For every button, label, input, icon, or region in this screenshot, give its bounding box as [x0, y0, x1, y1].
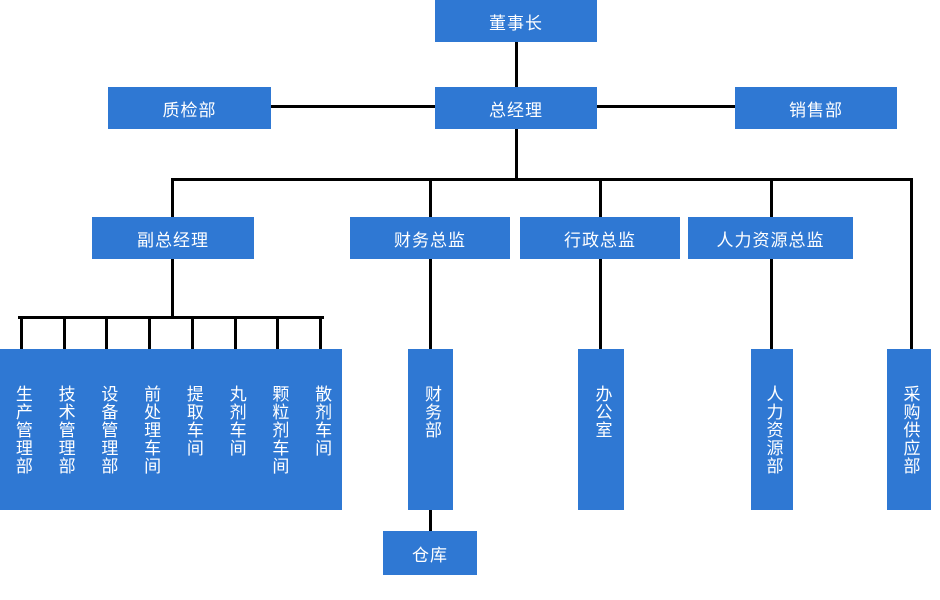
node-label: 散剂车间 [311, 385, 332, 457]
node-label: 采购供应部 [899, 385, 920, 475]
node-chairman: 董事长 [435, 0, 597, 42]
node-label: 前处理车间 [140, 385, 161, 475]
connector-gm-sales [597, 105, 735, 108]
node-production-mgmt-dept: 生产管理部 [0, 349, 43, 510]
node-sales-dept: 销售部 [735, 87, 897, 129]
connector-gm-down [515, 129, 518, 181]
node-quality-dept: 质检部 [108, 87, 271, 129]
node-label: 生产管理部 [11, 385, 32, 475]
connector-stub-production-8 [319, 319, 322, 349]
connector-drop-finance-director [429, 181, 432, 217]
node-label: 提取车间 [182, 385, 203, 457]
connector-stub-production-2 [63, 319, 66, 349]
connector-chairman-gm [515, 42, 518, 87]
node-deputy-general-manager: 副总经理 [92, 217, 254, 259]
node-equipment-mgmt-dept: 设备管理部 [86, 349, 129, 510]
connector-stub-production-7 [276, 319, 279, 349]
node-label: 丸剂车间 [225, 385, 246, 457]
node-general-manager: 总经理 [435, 87, 597, 129]
connector-stub-production-3 [105, 319, 108, 349]
connector-admin-director-office [599, 259, 602, 349]
connector-production-horizontal [18, 316, 324, 319]
node-hr-director: 人力资源总监 [688, 217, 853, 259]
node-extraction-workshop: 提取车间 [171, 349, 214, 510]
node-label: 颗粒剂车间 [268, 385, 289, 475]
connector-stub-production-6 [234, 319, 237, 349]
node-label: 设备管理部 [97, 385, 118, 475]
connector-drop-deputy-gm [171, 181, 174, 217]
node-finance-dept: 财务部 [408, 349, 453, 510]
node-granule-workshop: 颗粒剂车间 [257, 349, 300, 510]
node-pill-workshop: 丸剂车间 [214, 349, 257, 510]
connector-drop-hr-director [770, 181, 773, 217]
node-office: 办公室 [578, 349, 624, 510]
connector-drop-admin-director [599, 181, 602, 217]
node-pretreatment-workshop: 前处理车间 [128, 349, 171, 510]
node-label: 财务部 [421, 385, 441, 439]
connector-finance-dept-warehouse [429, 510, 432, 531]
node-admin-director: 行政总监 [520, 217, 680, 259]
connector-stub-production-4 [148, 319, 151, 349]
node-powder-workshop: 散剂车间 [299, 349, 342, 510]
production-units-block: 生产管理部 技术管理部 设备管理部 前处理车间 提取车间 丸剂车间 颗粒剂车间 … [0, 349, 342, 510]
connector-finance-director-dept [429, 259, 432, 349]
node-finance-director: 财务总监 [350, 217, 510, 259]
connector-drop-purchasing [910, 181, 913, 349]
node-hr-dept: 人力资源部 [751, 349, 793, 510]
node-label: 办公室 [591, 385, 612, 439]
connector-hr-director-dept [770, 259, 773, 349]
node-label: 人力资源部 [762, 385, 783, 475]
node-label: 技术管理部 [54, 385, 75, 475]
node-warehouse: 仓库 [383, 531, 477, 575]
connector-main-horizontal [171, 178, 913, 181]
node-purchasing-supply-dept: 采购供应部 [887, 349, 931, 510]
connector-stub-production-1 [20, 319, 23, 349]
connector-deputy-gm-down [171, 259, 174, 319]
connector-stub-production-5 [191, 319, 194, 349]
connector-quality-gm [271, 105, 435, 108]
node-technology-mgmt-dept: 技术管理部 [43, 349, 86, 510]
